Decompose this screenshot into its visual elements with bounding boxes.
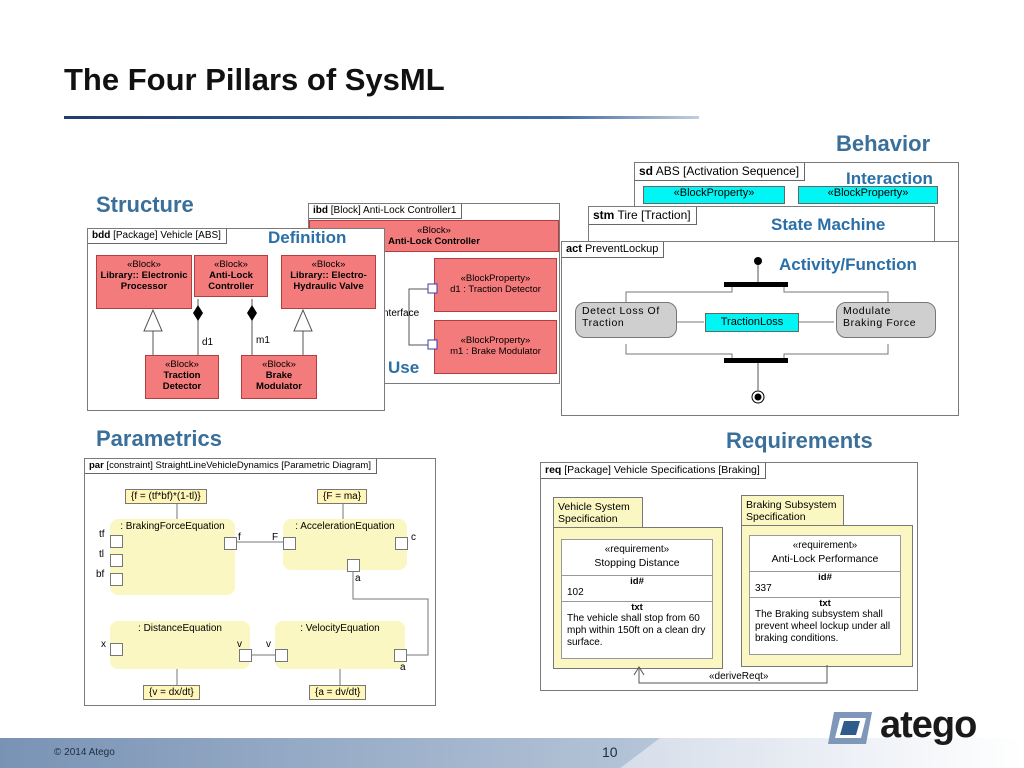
port-tl[interactable]	[110, 554, 123, 567]
par-note-acceleration: {F = ma}	[317, 489, 368, 504]
port-bf-label: bf	[96, 569, 105, 580]
constraint-braking-force[interactable]: : BrakingForceEquation	[110, 519, 235, 595]
constraint-distance[interactable]: : DistanceEquation	[110, 621, 250, 669]
port-a2-label: a	[400, 662, 406, 673]
sd-lifeline-2[interactable]: «BlockProperty»	[798, 186, 938, 204]
port-tl-label: tl	[99, 549, 104, 560]
act-diagram[interactable]: act PreventLockup Detect Loss Of Tractio…	[561, 241, 959, 416]
requirement-stopping-distance[interactable]: «requirement» Stopping Distance id# 102 …	[561, 539, 713, 659]
port-f[interactable]	[224, 537, 237, 550]
par-tab: par [constraint] StraightLineVehicleDyna…	[85, 459, 377, 474]
port-v1-label: v	[237, 639, 242, 650]
ibd-tab: ibd [Block] Anti-Lock Controller1	[309, 204, 463, 219]
bdd-block-brake-modulator[interactable]: «Block» Brake Modulator	[241, 355, 317, 399]
requirement-anti-lock-performance[interactable]: «requirement» Anti-Lock Performance id# …	[749, 535, 901, 655]
atego-mark-icon	[828, 712, 872, 744]
port-c[interactable]	[395, 537, 408, 550]
bdd-relationships	[143, 299, 313, 355]
ibd-connector-label: nterface	[383, 308, 420, 319]
par-note-velocity: {a = dv/dt}	[309, 685, 367, 700]
action-detect-loss[interactable]: Detect Loss Of Traction	[575, 302, 677, 338]
bdd-block-anti-lock-controller[interactable]: «Block» Anti-Lock Controller	[194, 255, 268, 297]
port-f-label: f	[238, 532, 241, 543]
page-number: 10	[602, 744, 618, 760]
definition-label: Definition	[268, 228, 347, 247]
port-tf[interactable]	[110, 535, 123, 548]
req-diagram[interactable]: req [Package] Vehicle Specifications [Br…	[540, 462, 918, 691]
title-rule	[64, 116, 699, 119]
port-tf-label: tf	[99, 529, 105, 540]
req-tab: req [Package] Vehicle Specifications [Br…	[541, 463, 766, 479]
sd-lifeline-1[interactable]: «BlockProperty»	[643, 186, 785, 204]
atego-logo: atego	[826, 704, 1006, 752]
state-machine-label: State Machine	[771, 215, 886, 234]
port-a1-label: a	[355, 573, 361, 584]
bdd-block-electro-hydraulic-valve[interactable]: «Block» Library:: Electro-Hydraulic Valv…	[281, 255, 376, 309]
stm-tab: stm Tire [Traction]	[589, 207, 697, 225]
object-traction-loss[interactable]: TractionLoss	[705, 313, 799, 332]
port-v2-label: v	[266, 639, 271, 650]
bdd-block-electronic-processor[interactable]: «Block» Library:: Electronic Processor	[96, 255, 192, 309]
join-bar	[724, 358, 788, 363]
bdd-diagram[interactable]: bdd [Package] Vehicle [ABS] «Block» Libr…	[87, 228, 385, 411]
derive-relation-label: «deriveReqt»	[707, 671, 771, 682]
use-label: Use	[388, 358, 420, 377]
slide-title: The Four Pillars of SysML	[64, 62, 445, 97]
footer-copyright: © 2014 Atego	[54, 747, 115, 758]
port-F-label: F	[272, 532, 279, 543]
sd-diagram[interactable]: sd ABS [Activation Sequence] «BlockPrope…	[634, 162, 959, 244]
initial-node	[754, 257, 762, 265]
port-F[interactable]	[283, 537, 296, 550]
structure-heading: Structure	[96, 192, 194, 217]
ibd-connector	[408, 283, 438, 350]
action-modulate-braking[interactable]: Modulate Braking Force	[836, 302, 936, 338]
par-note-distance: {v = dx/dt}	[143, 685, 200, 700]
port-a2[interactable]	[394, 649, 407, 662]
footer-band-dark	[0, 738, 660, 768]
port-v1[interactable]	[239, 649, 252, 662]
requirements-heading: Requirements	[726, 428, 873, 453]
bdd-role-d1: d1	[202, 337, 214, 348]
par-diagram[interactable]: par [constraint] StraightLineVehicleDyna…	[84, 458, 436, 706]
bdd-tab: bdd [Package] Vehicle [ABS]	[88, 229, 227, 244]
sd-tab: sd ABS [Activation Sequence]	[635, 163, 806, 181]
par-bindings	[176, 501, 429, 687]
constraint-velocity[interactable]: : VelocityEquation	[275, 621, 405, 669]
act-tab: act PreventLockup	[562, 242, 665, 258]
bdd-role-m1: m1	[256, 335, 270, 346]
port-a1[interactable]	[347, 559, 360, 572]
derive-relation-line	[633, 665, 828, 684]
port-c-label: c	[411, 532, 416, 543]
behavior-heading: Behavior	[836, 131, 931, 156]
port-v2[interactable]	[275, 649, 288, 662]
constraint-acceleration[interactable]: : AccelerationEquation	[283, 519, 407, 570]
port-x[interactable]	[110, 643, 123, 656]
bdd-block-traction-detector[interactable]: «Block» Traction Detector	[145, 355, 219, 399]
port-x-label: x	[101, 639, 106, 650]
par-note-braking: {f = (tf*bf)*(1-tl)}	[125, 489, 207, 504]
ibd-part-traction-detector[interactable]: «BlockProperty» d1 : Traction Detector	[434, 258, 557, 312]
ibd-part-brake-modulator[interactable]: «BlockProperty» m1 : Brake Modulator	[434, 320, 557, 374]
parametrics-heading: Parametrics	[96, 426, 222, 451]
activity-label: Activity/Function	[779, 255, 917, 274]
final-node	[754, 393, 762, 401]
interaction-label: Interaction	[846, 169, 933, 188]
fork-bar	[724, 282, 788, 287]
act-flows	[625, 257, 889, 404]
port-bf[interactable]	[110, 573, 123, 586]
